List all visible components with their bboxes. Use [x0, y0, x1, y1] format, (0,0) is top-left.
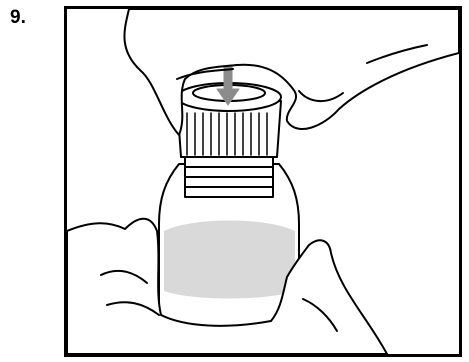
- bottle-cap-illustration: [67, 9, 459, 354]
- step-number: 9.: [10, 8, 26, 27]
- illustration-frame: [64, 6, 462, 357]
- hand-icon: [124, 9, 459, 135]
